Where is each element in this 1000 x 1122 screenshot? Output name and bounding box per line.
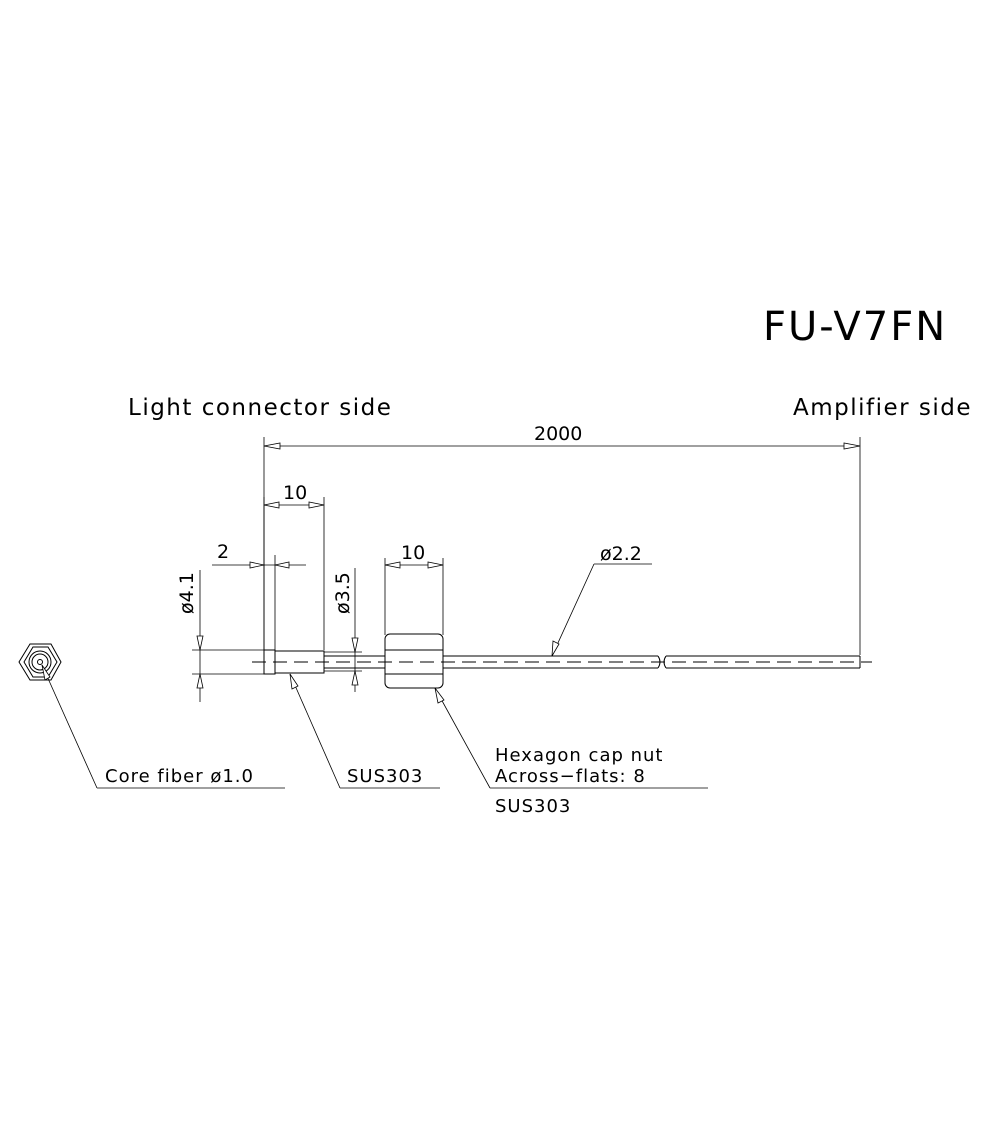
sleeve-length-value: 10 (283, 482, 307, 504)
tip-diameter-value: ø4.1 (176, 572, 198, 614)
cable-diameter-value: ø2.2 (600, 543, 642, 565)
sleeve-material-callout: SUS303 (289, 673, 440, 789)
fiber-unit-body (252, 633, 872, 689)
hexagon-outline-icon (18, 643, 62, 681)
sleeve-material-label: SUS303 (347, 766, 423, 787)
nut-length-dimension: 10 (384, 542, 444, 635)
light-connector-side-label: Light connector side (128, 395, 392, 421)
nut-callout: Hexagon cap nut Across−flats: 8 SUS303 (434, 687, 708, 817)
core-fiber-callout: Core fiber ø1.0 (41, 664, 285, 789)
sleeve-diameter-dimension: ø3.5 (324, 568, 362, 692)
core-fiber-label: Core fiber ø1.0 (105, 766, 254, 787)
nut-material-label: SUS303 (495, 796, 571, 817)
sleeve-length-dimension: 10 (263, 482, 325, 650)
cable-diameter-callout: ø2.2 (551, 543, 652, 657)
sleeve-diameter-value: ø3.5 (332, 572, 354, 614)
nut-name-label: Hexagon cap nut (495, 745, 664, 766)
tip-length-value: 2 (217, 541, 229, 563)
end-view (18, 643, 62, 681)
amplifier-side-label: Amplifier side (793, 395, 972, 421)
tip-diameter-dimension: ø4.1 (176, 570, 264, 702)
nut-length-value: 10 (401, 542, 425, 564)
nut-flats-label: Across−flats: 8 (495, 766, 646, 787)
hexagon-cap-nut (384, 633, 444, 689)
tip-length-dimension: 2 (212, 541, 306, 650)
model-title: FU-V7FN (763, 304, 947, 350)
overall-length-value: 2000 (534, 423, 582, 445)
core-fiber-dot (37, 659, 43, 665)
overall-length-dimension: 2000 (263, 423, 861, 655)
